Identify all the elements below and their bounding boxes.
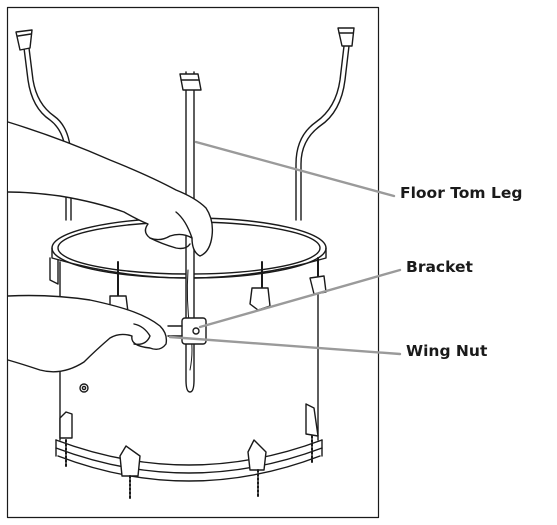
callout-floor-tom-leg: Floor Tom Leg xyxy=(400,184,523,202)
callout-wing-nut: Wing Nut xyxy=(406,342,488,360)
floor-tom-drum xyxy=(49,217,327,501)
floor-tom-leg-back-right xyxy=(295,27,355,221)
leader-line-floor-tom-leg xyxy=(194,140,396,198)
leader-line-wing-nut xyxy=(168,335,402,356)
lower-hand-illustration xyxy=(7,294,168,373)
callout-bracket: Bracket xyxy=(406,258,473,276)
leader-line-bracket xyxy=(198,268,402,329)
upper-hand-illustration xyxy=(7,121,214,257)
